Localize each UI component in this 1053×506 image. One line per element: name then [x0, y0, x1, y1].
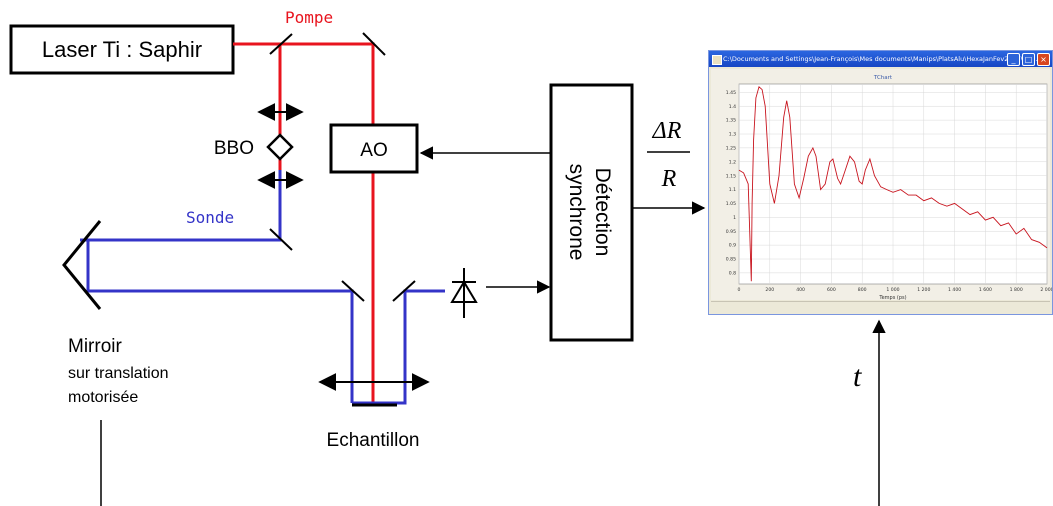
signal-arrows	[100, 146, 886, 506]
app-icon	[712, 55, 722, 65]
y-tick-label: 1.15	[726, 173, 736, 179]
y-tick-label: 1.35	[726, 118, 736, 124]
x-axis-label: Temps (ps)	[878, 295, 906, 301]
chart-title: TChart	[873, 75, 893, 81]
x-tick-label: 800	[858, 287, 867, 293]
ratio-numerator: ΔR	[652, 118, 682, 144]
time-label: t	[853, 360, 862, 393]
close-icon[interactable]: ×	[1037, 53, 1050, 66]
window-title: C:\Documents and Settings\Jean-François\…	[723, 55, 1042, 63]
status-bar	[711, 301, 1050, 312]
laser-label: Laser Ti : Saphir	[42, 37, 202, 62]
ao-label: AO	[360, 140, 387, 161]
photodiode-icon	[450, 268, 478, 318]
sample-label: Echantillon	[327, 430, 420, 451]
sonde-label: Sonde	[186, 208, 234, 227]
chart-area: TChart 0.8 0.85 0.9 0.95 1 1.05 1.1 1.15 1.2 1.25…	[711, 69, 1052, 301]
minimize-icon[interactable]: _	[1007, 53, 1020, 66]
y-tick-label: 1.1	[729, 187, 736, 193]
y-tick-label: 0.8	[729, 270, 736, 276]
retroreflector-icon	[62, 220, 102, 310]
probe-beam	[80, 170, 445, 405]
y-tick-label: 1.25	[726, 145, 736, 151]
x-tick-label: 200	[765, 287, 774, 293]
bbo-crystal-icon	[266, 133, 294, 161]
x-tick-label: 2 000	[1040, 287, 1052, 293]
x-tick-label: 1 600	[979, 287, 992, 293]
laser-box: Laser Ti : Saphir	[9, 24, 235, 75]
y-tick-label: 0.85	[726, 257, 736, 263]
y-tick-label: 1.45	[726, 90, 736, 96]
x-tick-label: 400	[796, 287, 805, 293]
y-tick-label: 1.2	[729, 159, 736, 165]
detection-box: Détection synchrone	[549, 83, 634, 342]
y-tick-label: 1	[733, 215, 736, 221]
detection-line2: synchrone	[565, 164, 588, 261]
trace-chart: TChart 0.8 0.85 0.9 0.95 1 1.05 1.1 1.15 1.2 1.25…	[726, 75, 1052, 301]
x-tick-label: 1 000	[886, 287, 899, 293]
series-line	[738, 85, 1048, 282]
x-tick-label: 1 400	[948, 287, 961, 293]
y-tick-label: 0.9	[729, 243, 736, 249]
maximize-icon[interactable]: □	[1022, 53, 1035, 66]
x-tick-label: 1 800	[1010, 287, 1023, 293]
ratio-denominator: R	[661, 166, 677, 192]
mirror-title: Mirroir	[68, 336, 122, 357]
ao-box: AO	[329, 123, 419, 174]
mirror-sub1: sur translation	[68, 365, 169, 382]
delta-r-over-r: ΔR R	[647, 118, 690, 192]
chart-window: C:\Documents and Settings\Jean-François\…	[708, 50, 1053, 315]
pompe-label: Pompe	[285, 8, 333, 27]
y-tick-label: 0.95	[726, 229, 736, 235]
mirror-sub2: motorisée	[68, 389, 138, 406]
x-tick-label: 1 200	[917, 287, 930, 293]
bbo-label: BBO	[214, 138, 254, 159]
x-tick-label: 0	[738, 287, 741, 293]
window-titlebar: C:\Documents and Settings\Jean-François\…	[709, 51, 1052, 67]
lens-icons	[257, 103, 430, 391]
y-tick-label: 1.3	[729, 132, 736, 138]
y-tick-label: 1.05	[726, 201, 736, 207]
mirrors	[269, 32, 416, 302]
y-tick-label: 1.4	[729, 104, 736, 110]
detection-line1: Détection	[591, 168, 614, 257]
x-tick-label: 600	[827, 287, 836, 293]
